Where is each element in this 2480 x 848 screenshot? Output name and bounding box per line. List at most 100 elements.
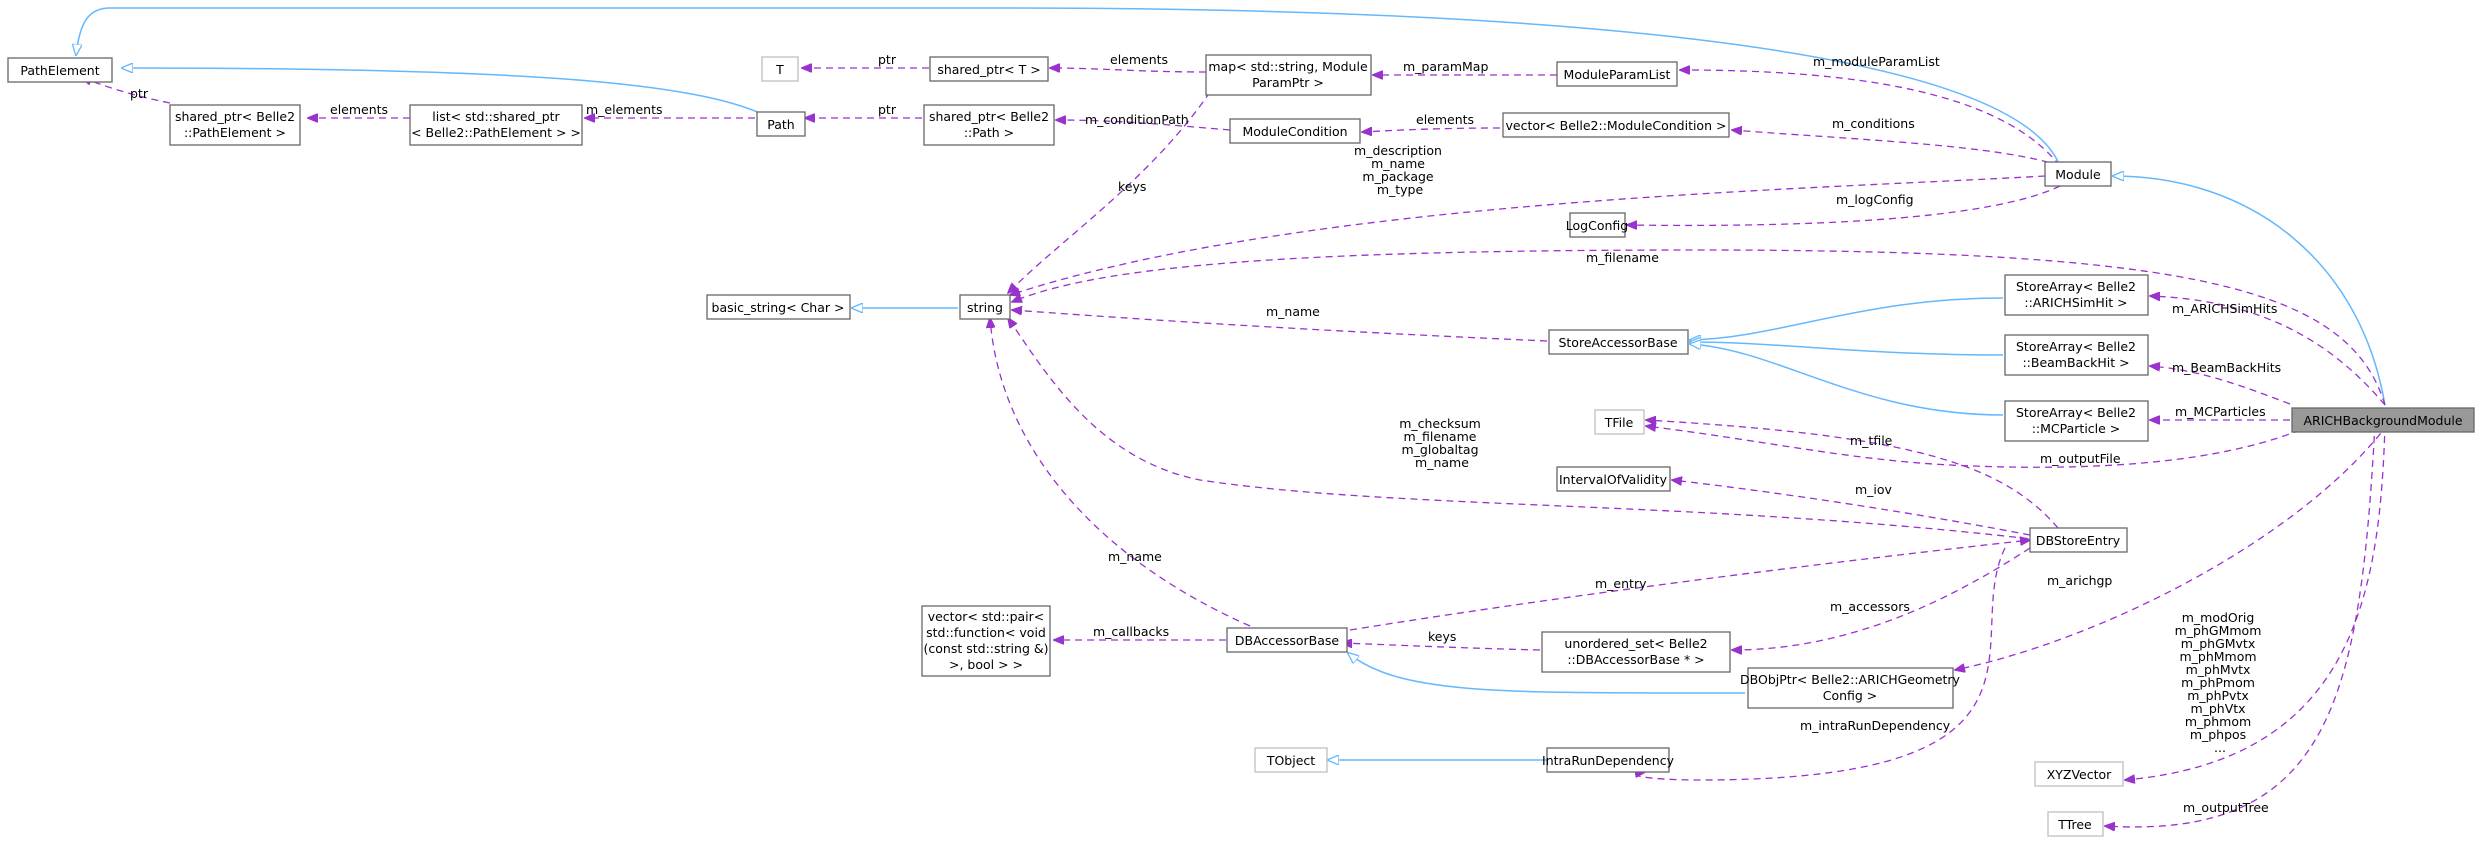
label-m-phmvtx: m_phMvtx (2186, 662, 2251, 677)
node-db-store-entry[interactable]: DBStoreEntry (2029, 527, 2128, 553)
node-module-param-list[interactable]: ModuleParamList (1556, 61, 1678, 87)
label-m-package: m_package (1362, 169, 1434, 184)
label-keys-map: keys (1118, 179, 1146, 194)
edge-arichbg-to-module (2113, 176, 2386, 406)
node-db-accessor-base[interactable]: DBAccessorBase (1226, 627, 1348, 653)
node-xyzvector[interactable]: XYZVector (2034, 761, 2124, 787)
node-shared-ptr-path[interactable]: shared_ptr< Belle2 ::Path > (923, 104, 1055, 146)
label-m-type: m_type (1377, 182, 1424, 197)
label-m-outputfile: m_outputFile (2040, 451, 2121, 466)
node-label: IntraRunDependency (1542, 753, 1675, 768)
node-label: ParamPtr > (1252, 75, 1324, 90)
node-label: (const std::string &) (924, 641, 1049, 656)
node-label: StoreArray< Belle2 (2016, 339, 2136, 354)
node-module[interactable]: Module (2044, 161, 2112, 187)
node-interval-of-validity[interactable]: IntervalOfValidity (1556, 466, 1671, 492)
edge-vector-elements (1362, 128, 1501, 132)
edge-dbstoreentry-iov (1672, 480, 2031, 536)
node-label: list< std::shared_ptr (432, 109, 560, 124)
node-label: vector< Belle2::ModuleCondition > (1506, 118, 1727, 133)
label-m-logconfig: m_logConfig (1836, 192, 1914, 207)
node-label: StoreArray< Belle2 (2016, 405, 2136, 420)
node-store-array-beambackhit[interactable]: StoreArray< Belle2 ::BeamBackHit > (2004, 334, 2149, 376)
edge-arichbg-arichsimhits (2150, 296, 2386, 406)
node-tobject[interactable]: TObject (1254, 747, 1328, 773)
edge-modulecondition-conditionpath (1056, 120, 1231, 131)
label-m-moduleparamlist: m_moduleParamList (1813, 54, 1940, 69)
node-label: ::Path > (964, 125, 1014, 140)
label-m-filename: m_filename (1586, 250, 1659, 265)
node-label: >, bool > > (949, 657, 1023, 672)
node-string[interactable]: string (959, 294, 1011, 320)
node-label: TObject (1266, 753, 1315, 768)
label-m-entry: m_entry (1595, 576, 1647, 591)
edge-module-conditions (1732, 130, 2061, 167)
edge-module-logconfig (1627, 185, 2061, 225)
node-shared-ptr-t[interactable]: shared_ptr< T > (929, 56, 1049, 82)
edge-arichbg-filename (1012, 249, 2386, 406)
node-basic-string[interactable]: basic_string< Char > (706, 294, 851, 320)
node-label: ModuleCondition (1242, 124, 1347, 139)
node-store-accessor-base[interactable]: StoreAccessorBase (1548, 329, 1689, 355)
node-vector-module-condition[interactable]: vector< Belle2::ModuleCondition > (1502, 112, 1730, 138)
edge-path-to-pathelement (122, 68, 771, 119)
label-ellipsis: ... (2214, 740, 2226, 755)
label-m-intrarundependency: m_intraRunDependency (1800, 718, 1951, 733)
node-label: shared_ptr< Belle2 (929, 109, 1049, 124)
node-label: PathElement (20, 63, 99, 78)
node-list-pathelement[interactable]: list< std::shared_ptr < Belle2::PathElem… (409, 104, 583, 146)
node-unordered-set[interactable]: unordered_set< Belle2 ::DBAccessorBase *… (1541, 631, 1731, 673)
label-m-phgmvtx: m_phGMvtx (2181, 636, 2255, 651)
node-arich-background-module[interactable]: ARICHBackgroundModule (2291, 407, 2475, 433)
node-label: ::ARICHSimHit > (2024, 295, 2127, 310)
node-label: ::MCParticle > (2032, 421, 2121, 436)
label-m-filename-db: m_filename (1404, 429, 1477, 444)
node-path-element[interactable]: PathElement (7, 57, 113, 83)
node-tfile[interactable]: TFile (1594, 409, 1645, 435)
label-m-callbacks: m_callbacks (1093, 624, 1169, 639)
node-label: Path (767, 117, 794, 132)
node-t[interactable]: T (761, 56, 799, 82)
edge-dbstoreentry-intrarun (1636, 547, 2006, 781)
node-label: StoreAccessorBase (1558, 335, 1677, 350)
node-map-module[interactable]: map< std::string, Module ParamPtr > (1205, 54, 1372, 96)
node-log-config[interactable]: LogConfig (1566, 212, 1628, 238)
node-ttree[interactable]: TTree (2047, 811, 2104, 837)
node-module-condition[interactable]: ModuleCondition (1229, 118, 1361, 144)
node-label: XYZVector (2047, 767, 2112, 782)
label-m-conditionpath: m_conditionPath (1085, 112, 1189, 127)
node-label: Module (2055, 167, 2101, 182)
label-elements-list: elements (330, 102, 388, 117)
node-path[interactable]: Path (756, 111, 806, 137)
node-label: DBAccessorBase (1235, 633, 1340, 648)
node-label: ModuleParamList (1564, 67, 1671, 82)
label-m-phgmmom: m_phGMmom (2175, 623, 2262, 638)
edge-module-strings (1010, 175, 2046, 295)
node-store-array-mcparticle[interactable]: StoreArray< Belle2 ::MCParticle > (2004, 400, 2149, 442)
node-store-array-arichsimhit[interactable]: StoreArray< Belle2 ::ARICHSimHit > (2004, 274, 2149, 316)
node-intra-run-dependency[interactable]: IntraRunDependency (1542, 747, 1675, 773)
edge-arichbg-arichgp (1955, 423, 2389, 670)
node-label: Config > (1823, 688, 1878, 703)
node-label: ::DBAccessorBase * > (1567, 652, 1704, 667)
edge-arichbg-outputfile (1646, 426, 2301, 468)
node-label: LogConfig (1566, 218, 1628, 233)
node-label: unordered_set< Belle2 (1564, 636, 1707, 651)
label-m-phpvtx: m_phPvtx (2187, 688, 2249, 703)
node-dbobjptr-arich[interactable]: DBObjPtr< Belle2::ARICHGeometry Config > (1740, 667, 1961, 709)
node-shared-ptr-pathelement[interactable]: shared_ptr< Belle2 ::PathElement > (169, 104, 301, 146)
label-ptr-t: ptr (878, 52, 897, 67)
edge-arichbg-beambackhits (2150, 366, 2291, 405)
node-label: std::function< void (926, 625, 1046, 640)
node-label: TTree (2057, 817, 2092, 832)
label-m-name-store: m_name (1266, 304, 1320, 319)
label-module-strings: m_description m_name m_package m_type (1354, 143, 1446, 197)
label-m-name-db: m_name (1415, 455, 1469, 470)
edge-dbstoreentry-strings (1008, 318, 2041, 541)
label-m-name: m_name (1371, 156, 1425, 171)
node-label: ::PathElement > (184, 125, 286, 140)
label-m-modorig: m_modOrig (2182, 610, 2255, 625)
node-vector-pair-function[interactable]: vector< std::pair< std::function< void (… (921, 605, 1051, 677)
edge-dbaccessor-name (990, 318, 1251, 627)
label-m-beambackhits: m_BeamBackHits (2172, 360, 2281, 375)
